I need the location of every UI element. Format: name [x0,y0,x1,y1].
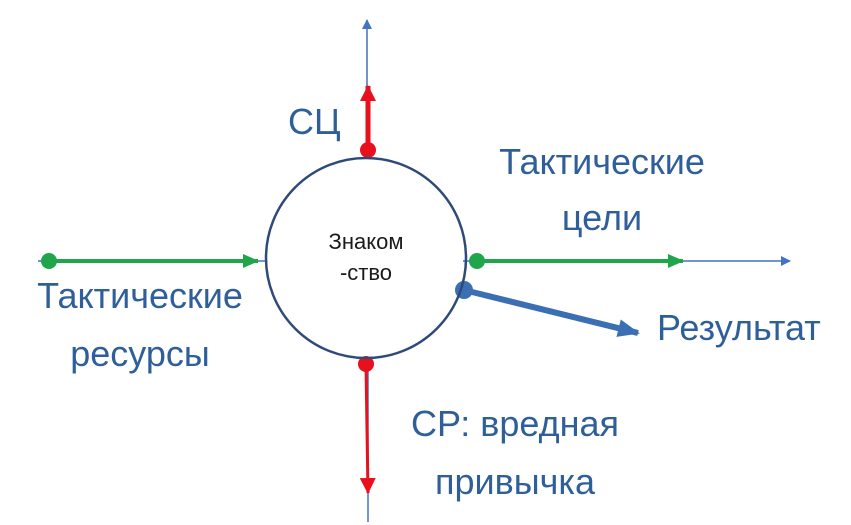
goals-green-dot [469,253,485,269]
bad-habit-label-line1: СР: вредная [411,403,619,444]
tactical-goals-label-line2: цели [562,197,642,238]
result-blue-arrow [463,287,640,337]
sc-red-dot [360,142,376,158]
sc-label: СЦ [288,101,341,142]
acquaintance-circle [264,156,468,360]
tactical-resources-label-line2: ресурсы [70,333,210,374]
tactical-goals-label-line1: Тактические [499,141,705,182]
sr-red-arrow [359,363,376,494]
sr-red-dot [358,356,374,372]
bad-habit-label-line2: привычка [435,461,596,502]
result-label: Результат [657,307,821,348]
resources-green-dot [41,253,57,269]
center-label-line2: -ство [340,260,392,285]
center-label-line1: Знаком [329,229,404,254]
tactical-resources-label-line1: Тактические [37,275,243,316]
